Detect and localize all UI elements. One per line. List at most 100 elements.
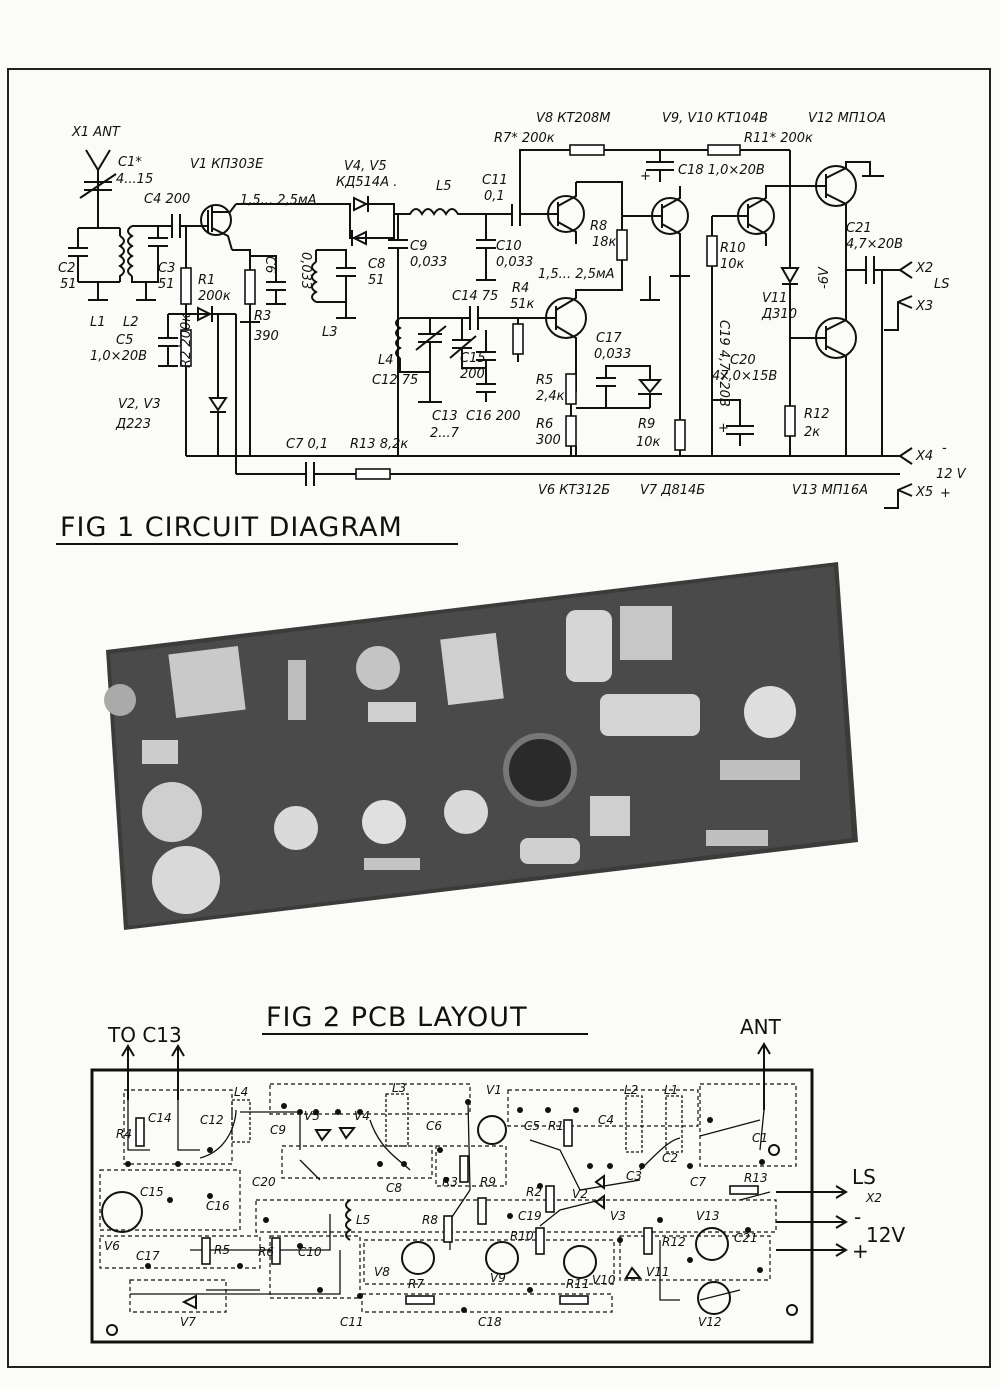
pcb-r13: R13 xyxy=(744,1171,768,1185)
pcb-c8: C8 xyxy=(386,1181,402,1195)
label-c8-value: 51 xyxy=(368,273,385,288)
label-r3: R3 xyxy=(254,309,271,324)
page-frame xyxy=(7,68,991,1368)
label-current-1: 1,5... 2,5мА xyxy=(240,193,317,208)
tank-l3-c8 xyxy=(311,249,356,319)
label-plus-c18: + xyxy=(640,169,651,184)
resistor-r6 xyxy=(565,415,577,456)
pcb-c18: C18 xyxy=(478,1315,502,1329)
label-v23: V2, V3 xyxy=(118,397,161,412)
label-c21: C21 xyxy=(846,221,872,236)
diodes-v4-v5 xyxy=(340,196,395,246)
transistor-v12 xyxy=(790,161,884,254)
pcb-r11: R11 xyxy=(566,1277,590,1291)
label-c6: C6 xyxy=(262,256,277,273)
transistor-v8 xyxy=(519,144,650,244)
pcb-c11: C11 xyxy=(340,1315,364,1329)
label-current-2: 1,5... 2,5мА xyxy=(538,267,615,282)
pcb-c10: C10 xyxy=(298,1245,322,1259)
label-c11: C11 xyxy=(482,173,508,188)
pcb-v2: V2 xyxy=(572,1187,588,1201)
label-r9: R9 xyxy=(638,417,655,432)
tank-l4-c12 xyxy=(395,317,486,403)
pcb-c5: C5 xyxy=(524,1119,540,1133)
pcb-c19: C19 xyxy=(518,1209,542,1223)
label-r8-value: 18к xyxy=(592,235,617,250)
label-r6: R6 xyxy=(536,417,553,432)
pcb-c14: C14 xyxy=(148,1111,172,1125)
label-l2: L2 xyxy=(123,315,139,330)
label-c10: C10 xyxy=(496,239,522,254)
capacitor-c15 xyxy=(476,330,496,402)
label-r12-value: 2к xyxy=(804,425,820,440)
capacitor-c20 xyxy=(712,399,754,446)
label-r5: R5 xyxy=(536,373,553,388)
connector-x2 xyxy=(881,261,913,456)
label-v6: V6 КТ312Б xyxy=(538,483,610,498)
label-l4: L4 xyxy=(378,353,394,368)
connector-x3 xyxy=(884,295,913,331)
label-minus6: -6V xyxy=(817,266,832,289)
label-c3: C3 xyxy=(158,261,175,276)
label-c9-value: 0,033 xyxy=(410,255,447,270)
label-r13: R13 8,2к xyxy=(350,437,408,452)
label-r5-value: 2,4к xyxy=(536,389,565,404)
capacitor-c14 xyxy=(430,306,526,330)
label-c17-value: 0,033 xyxy=(594,347,631,362)
pcb-photo xyxy=(104,562,858,930)
label-12v: 12 V xyxy=(936,467,967,482)
label-minus-x4: - xyxy=(942,441,947,456)
label-v910: V9, V10 КТ104В xyxy=(662,111,768,126)
pcb-r2: R2 xyxy=(526,1185,542,1199)
pcb-v12: V12 xyxy=(698,1315,721,1329)
label-c21-value: 4,7×20В xyxy=(846,237,903,252)
label-l1: L1 xyxy=(90,315,106,330)
label-v11: V11 xyxy=(762,291,787,306)
label-c8: C8 xyxy=(368,257,385,272)
pcb-c21: C21 xyxy=(734,1231,758,1245)
label-x3: X3 xyxy=(915,299,933,314)
label-x1: X1 ANT xyxy=(71,125,121,140)
label-c13: C13 xyxy=(432,409,458,424)
label-c2-value: 51 xyxy=(60,277,77,292)
capacitor-c17 xyxy=(576,365,663,409)
resistor-r8 xyxy=(576,181,628,270)
pcb-v4: V4 xyxy=(354,1109,370,1123)
label-c1: C1* xyxy=(118,155,142,170)
label-c20-value: 47,0×15В xyxy=(712,369,777,384)
capacitor-c18 xyxy=(646,144,790,182)
transistor-v6 xyxy=(526,270,623,392)
diode-v3 xyxy=(208,314,237,474)
pcb-v5: V5 xyxy=(304,1109,320,1123)
pcb-c16: C16 xyxy=(206,1199,230,1213)
diode-v11 xyxy=(780,150,800,336)
diode-v2 xyxy=(197,306,213,322)
label-x4: X4 xyxy=(915,449,933,464)
label-c18: C18 1,0×20В xyxy=(678,163,765,178)
label-v45: V4, V5 xyxy=(344,159,387,174)
pcb-c15: C15 xyxy=(140,1185,164,1199)
pcb-part-labels: R4 C14 C12 L4 C9 V5 V4 L3 V1 C6 C5 R1 C4… xyxy=(104,1081,768,1329)
label-l5: L5 xyxy=(436,179,452,194)
pcb-c4: C4 xyxy=(598,1113,614,1127)
label-r9-value: 10к xyxy=(636,435,661,450)
label-v45-type: КД514А . xyxy=(336,175,397,190)
label-to-c13: TO C13 xyxy=(107,1023,182,1047)
label-c15: C15 xyxy=(460,351,486,366)
pcb-label-x2: X2 xyxy=(865,1191,882,1205)
pcb-r12: R12 xyxy=(662,1235,686,1249)
label-v11-type: Д310 xyxy=(761,307,797,322)
label-c5: C5 xyxy=(116,333,133,348)
label-r4: R4 xyxy=(512,281,529,296)
tank-l1-c2 xyxy=(68,220,125,301)
fig1-title: FIG 1 CIRCUIT DIAGRAM xyxy=(60,512,403,543)
fig2-title: FIG 2 PCB LAYOUT xyxy=(266,1002,528,1033)
inductor-l5 xyxy=(388,208,512,372)
label-x2: X2 xyxy=(915,261,933,276)
capacitor-c11 xyxy=(511,204,546,226)
label-r4-value: 51к xyxy=(510,297,535,312)
pcb-v6: V6 xyxy=(104,1239,120,1253)
pcb-label-minus: - xyxy=(854,1205,861,1229)
